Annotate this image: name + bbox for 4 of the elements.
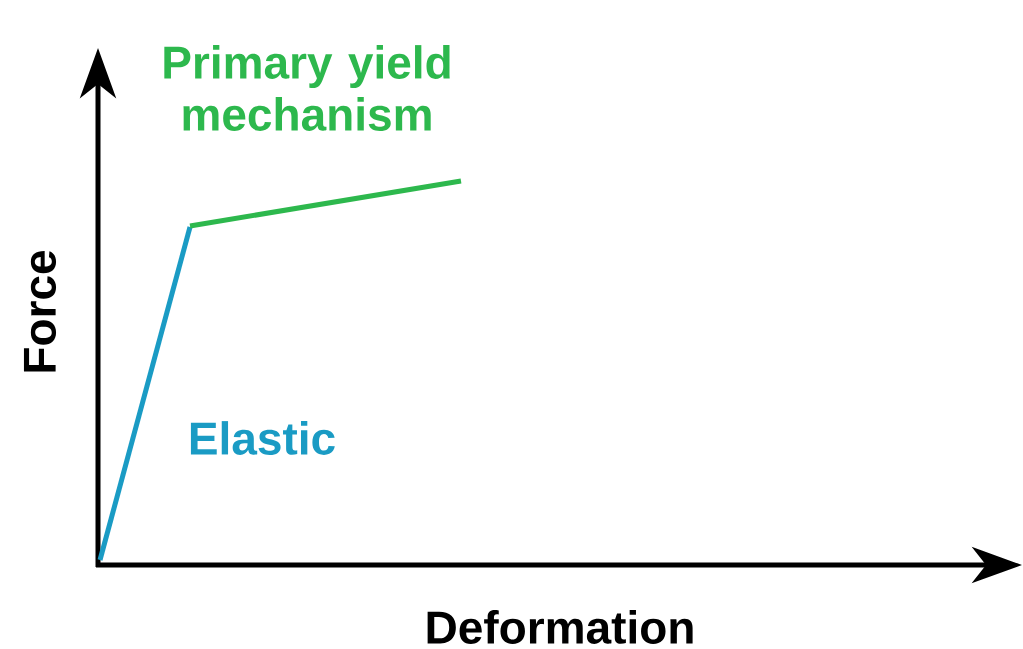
axis-label: Deformation [427, 610, 693, 644]
curve-label: Elastic [190, 421, 335, 455]
curve-label: Primary yield mechanism [164, 45, 450, 131]
axis-label: Force [23, 250, 57, 372]
